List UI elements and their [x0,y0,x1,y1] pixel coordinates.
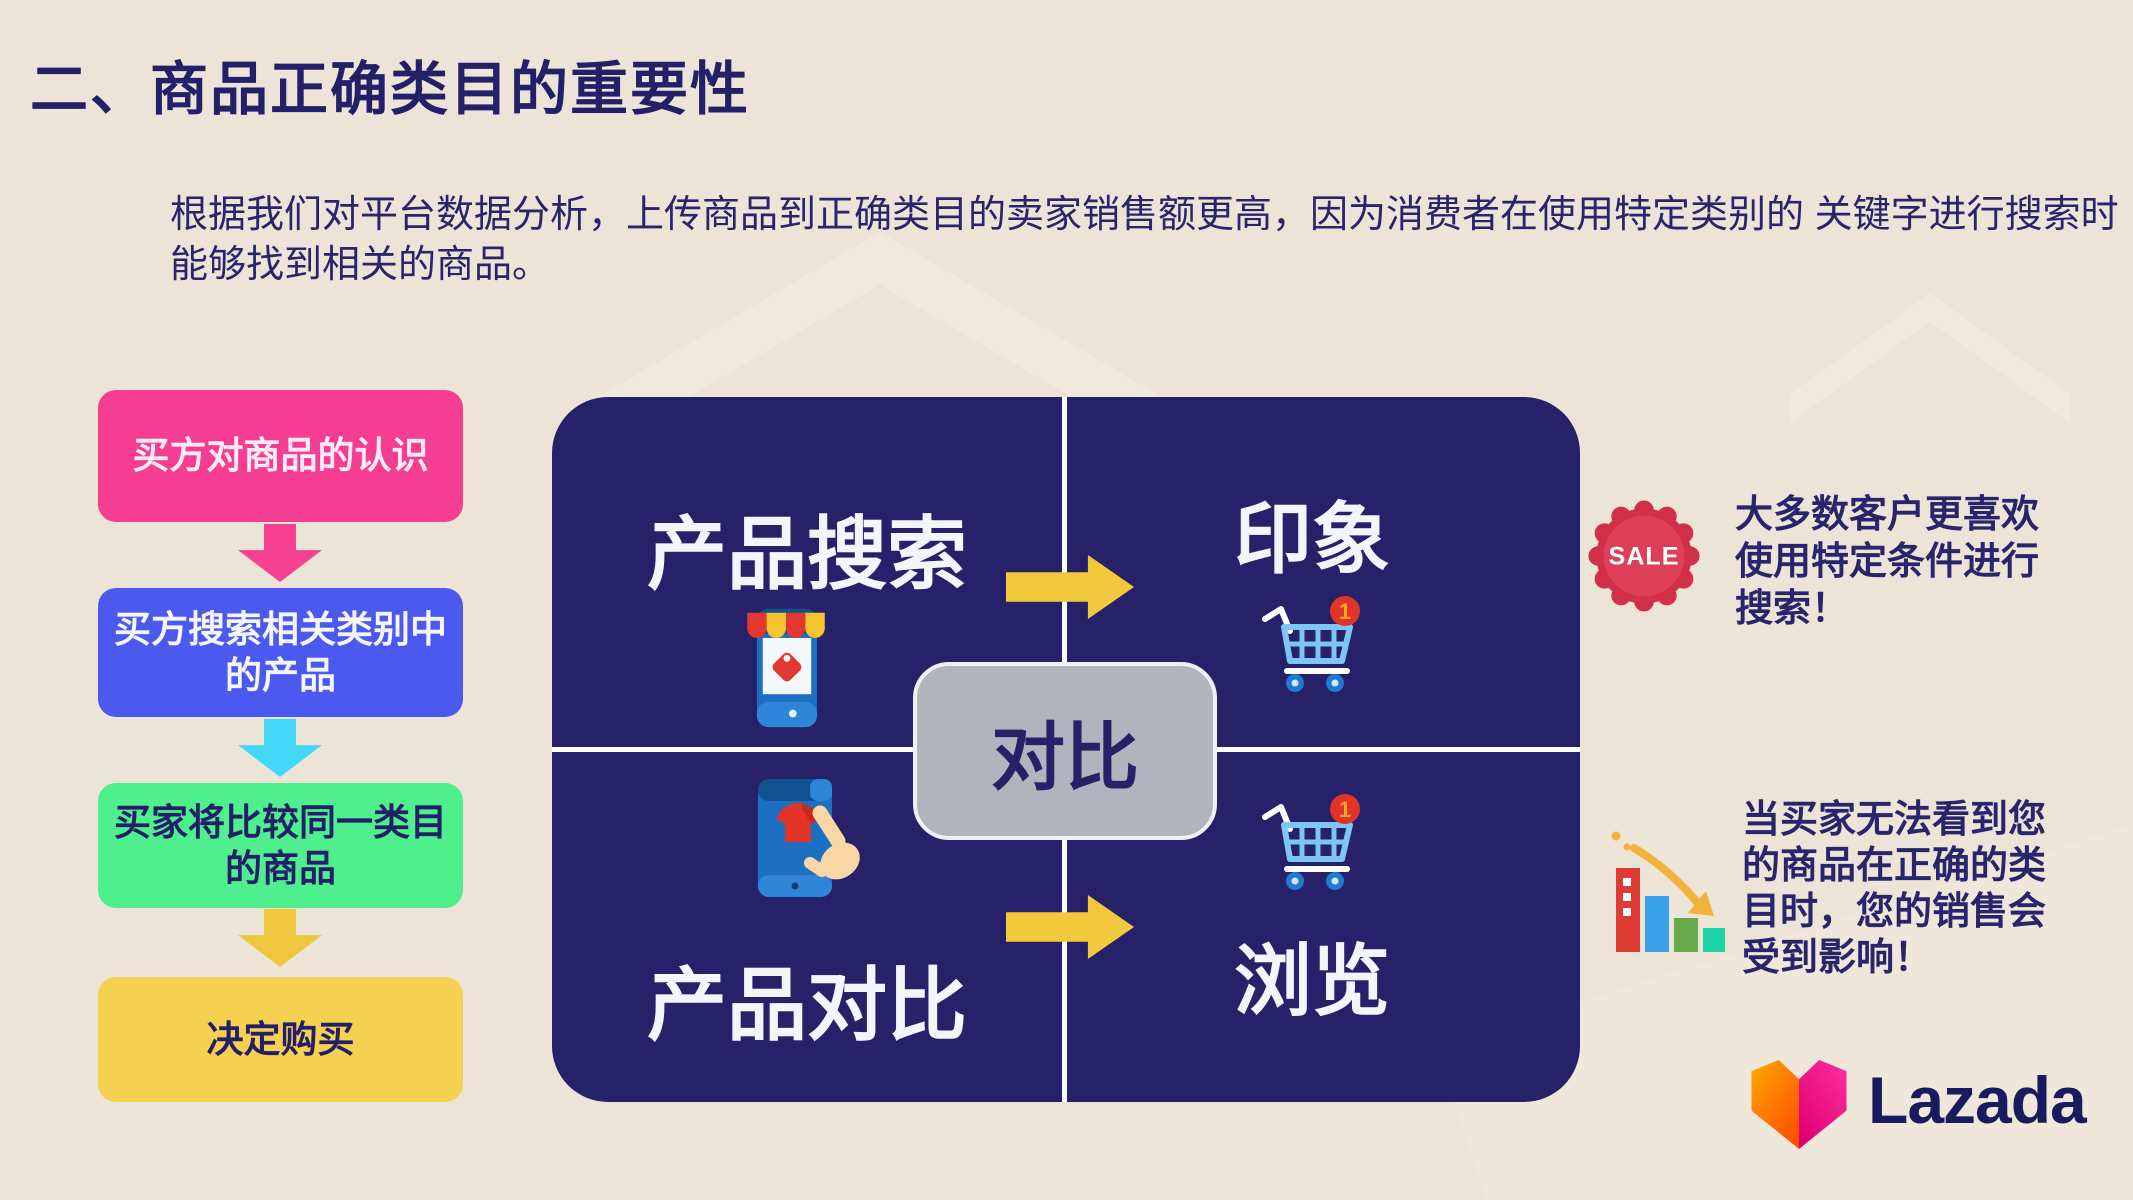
quadrant-label-product-search: 产品搜索 [647,510,967,599]
note-line: 当买家无法看到您 [1742,799,2047,841]
note-line: 使用特定条件进行 [1735,541,2040,583]
flow-step-label: 的商品 [225,847,336,889]
note-search-preference: 大多数客户更喜欢 使用特定条件进行 搜索！ [1735,492,2039,633]
lazada-wordmark: Lazada [1868,1063,2087,1137]
note-line: 目时，您的销售会 [1742,891,2047,933]
comparison-matrix-panel: 产品搜索 印象 产品对比 浏览 1 [552,397,1580,1102]
tap-hand-icon [804,805,860,880]
declining-bar-chart-icon [1611,831,1725,952]
tap-phone-icon [758,779,860,897]
compare-label: 对比 [991,715,1139,799]
flow-step-label: 买家将比较同一类目 [114,801,447,843]
body-line-1: 根据我们对平台数据分析，上传商品到正确类目的卖家销售额更高，因为消费者在使用特定… [170,194,1805,236]
store-phone-icon [747,608,825,728]
note-line: 的商品在正确的类 [1742,845,2047,887]
note-line: 大多数客户更喜欢 [1735,494,2040,536]
flow-step-label: 买方对商品的认识 [132,435,429,476]
flow-step-label: 决定购买 [206,1018,355,1060]
flow-step-buyer-compare: 买家将比较同一类目 的商品 [98,783,463,908]
flow-step-purchase-decision: 决定购买 [98,977,463,1102]
cart-icon: 1 [1262,794,1360,890]
note-sales-impact: 当买家无法看到您 的商品在正确的类 目时，您的销售会 受到影响！ [1742,797,2046,981]
down-arrow-icon [238,909,322,967]
cart-icon: 1 [1262,596,1360,692]
cart-badge-count: 1 [1339,797,1351,822]
background-chevron-small [1790,293,2070,423]
cart-badge-count: 1 [1339,599,1351,624]
note-line: 受到影响！ [1742,937,1933,979]
compare-center-box: 对比 [913,662,1217,840]
down-arrow-icon [238,524,322,582]
flow-step-buyer-search: 买方搜索相关类别中 的产品 [98,588,463,717]
lazada-heart-icon [1751,1060,1847,1149]
sale-badge-label: SALE [1609,542,1680,570]
down-arrow-icon [238,719,322,777]
quadrant-label-browse: 浏览 [1233,937,1390,1025]
note-line: 搜索！ [1735,588,1850,630]
body-line-2: 关键字进行搜索时能够找到相关的商品。 [170,194,2119,286]
quadrant-label-impression: 印象 [1233,495,1390,583]
flow-step-label: 买方搜索相关类别中 [114,608,447,650]
page-title: 二、商品正确类目的重要性 [30,57,751,122]
flow-step-label: 的产品 [225,654,336,696]
flow-step-buyer-awareness: 买方对商品的认识 [98,390,463,522]
quadrant-label-product-compare: 产品对比 [647,961,967,1050]
sale-badge: SALE [1588,500,1700,612]
body-paragraph: 根据我们对平台数据分析，上传商品到正确类目的卖家销售额更高，因为消费者在使用特定… [170,190,2133,290]
